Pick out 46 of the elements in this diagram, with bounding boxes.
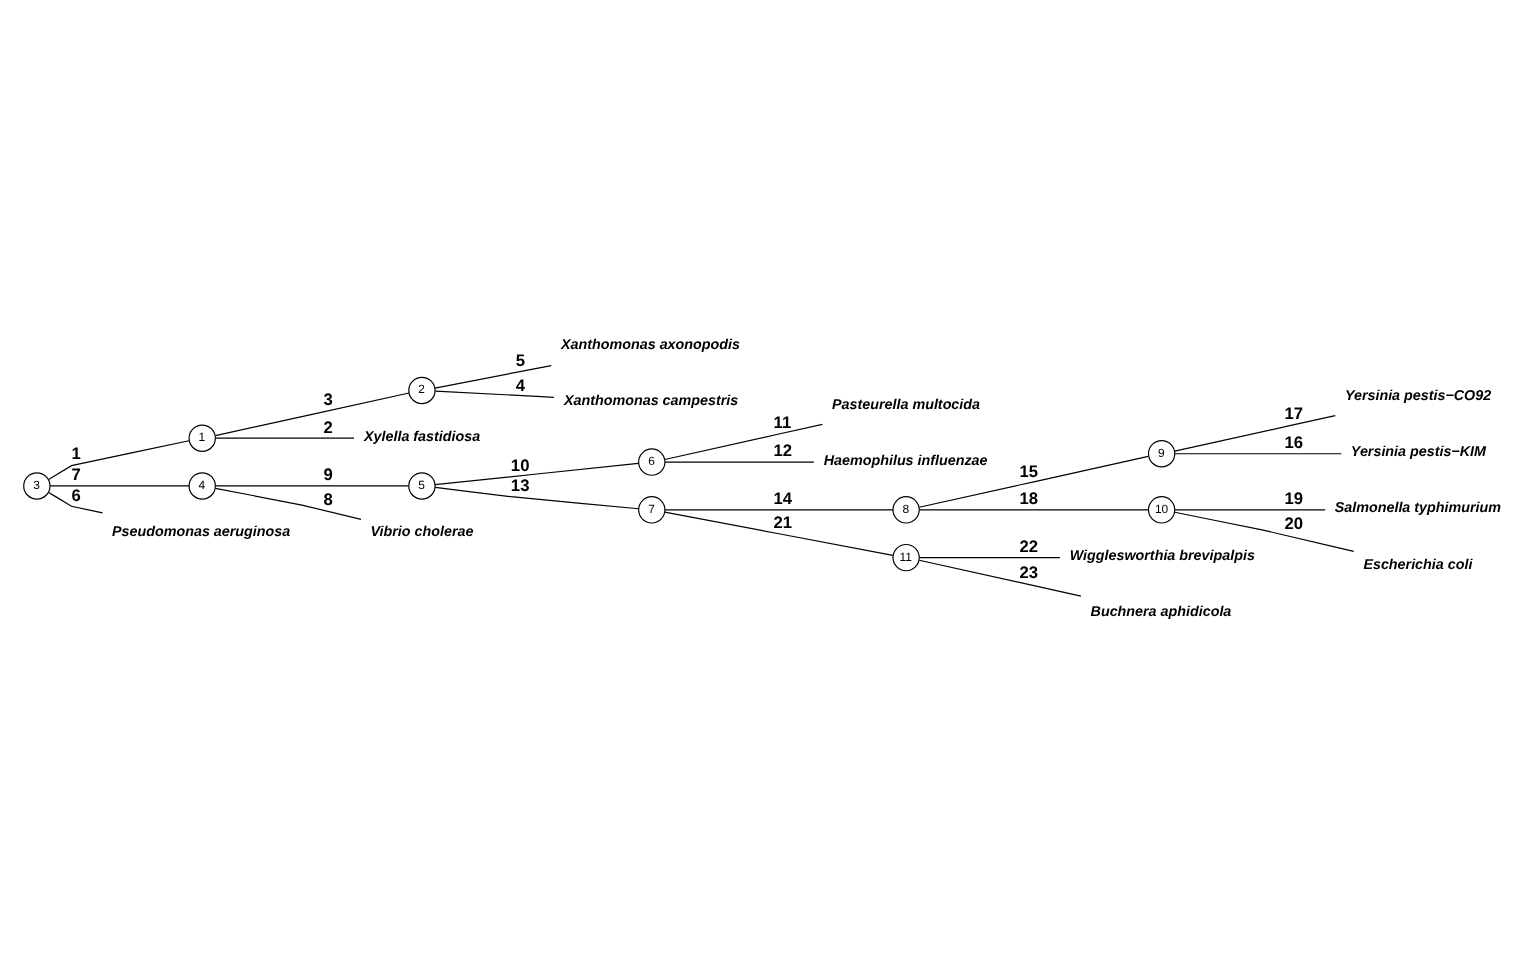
connector — [1174, 510, 1355, 551]
connector — [918, 508, 1149, 510]
connector — [48, 490, 104, 513]
edge-label: 20 — [1284, 512, 1304, 533]
connector — [664, 422, 824, 460]
edge-label: 9 — [323, 463, 333, 484]
connector — [214, 486, 362, 519]
edge-label: 15 — [1019, 459, 1039, 480]
edge-label: 13 — [510, 473, 530, 494]
connector — [434, 485, 640, 509]
connector — [1174, 414, 1336, 451]
connector — [1174, 452, 1342, 454]
edge-label: 2 — [323, 415, 333, 436]
edge-label: 19 — [1284, 487, 1304, 508]
edge-label: 12 — [773, 439, 793, 460]
edge-label: 17 — [1284, 402, 1304, 423]
connector — [664, 510, 894, 555]
edge-label: 22 — [1019, 534, 1039, 555]
edge-label: 16 — [1284, 431, 1304, 451]
edge-label: 10 — [510, 453, 530, 474]
connector — [434, 389, 555, 397]
connector — [434, 363, 552, 388]
edge-label: 11 — [773, 410, 792, 431]
edge-label: 21 — [773, 511, 793, 531]
connector — [49, 484, 190, 486]
connector — [434, 461, 639, 485]
connector — [918, 454, 1149, 507]
connector — [214, 484, 410, 486]
edge-label: 23 — [1019, 561, 1039, 582]
edge-label: 5 — [515, 348, 525, 369]
connector — [214, 436, 355, 438]
connector — [918, 556, 1061, 558]
connector — [664, 508, 894, 510]
connector — [214, 391, 410, 436]
connector — [1174, 508, 1326, 510]
connector — [918, 558, 1082, 596]
edge-label: 4 — [515, 373, 525, 394]
edge-label: 7 — [71, 463, 81, 484]
edge-label: 1 — [71, 441, 81, 462]
edge-label: 18 — [1019, 487, 1039, 508]
edge-label: 3 — [323, 388, 333, 409]
connector — [664, 460, 815, 462]
connector — [48, 439, 190, 480]
edge-label: 14 — [773, 487, 793, 508]
edge-label: 8 — [323, 488, 333, 509]
edge-label: 6 — [71, 483, 81, 504]
